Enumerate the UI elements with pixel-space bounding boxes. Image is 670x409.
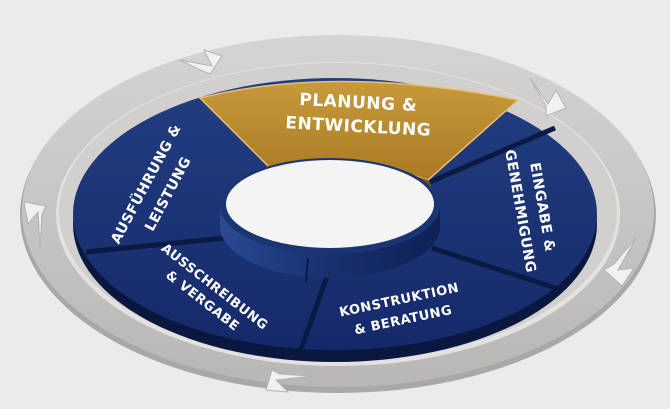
- center-hole: [220, 158, 440, 283]
- arrow-left-icon: [23, 201, 47, 249]
- arrow-top-icon: [179, 49, 223, 75]
- arrow-bottom-icon: [265, 369, 313, 393]
- arrow-top-right-icon: [529, 77, 567, 117]
- arrow-right-icon: [603, 237, 637, 287]
- cycle-arrows: [23, 49, 637, 393]
- segment-dividers: [85, 125, 557, 353]
